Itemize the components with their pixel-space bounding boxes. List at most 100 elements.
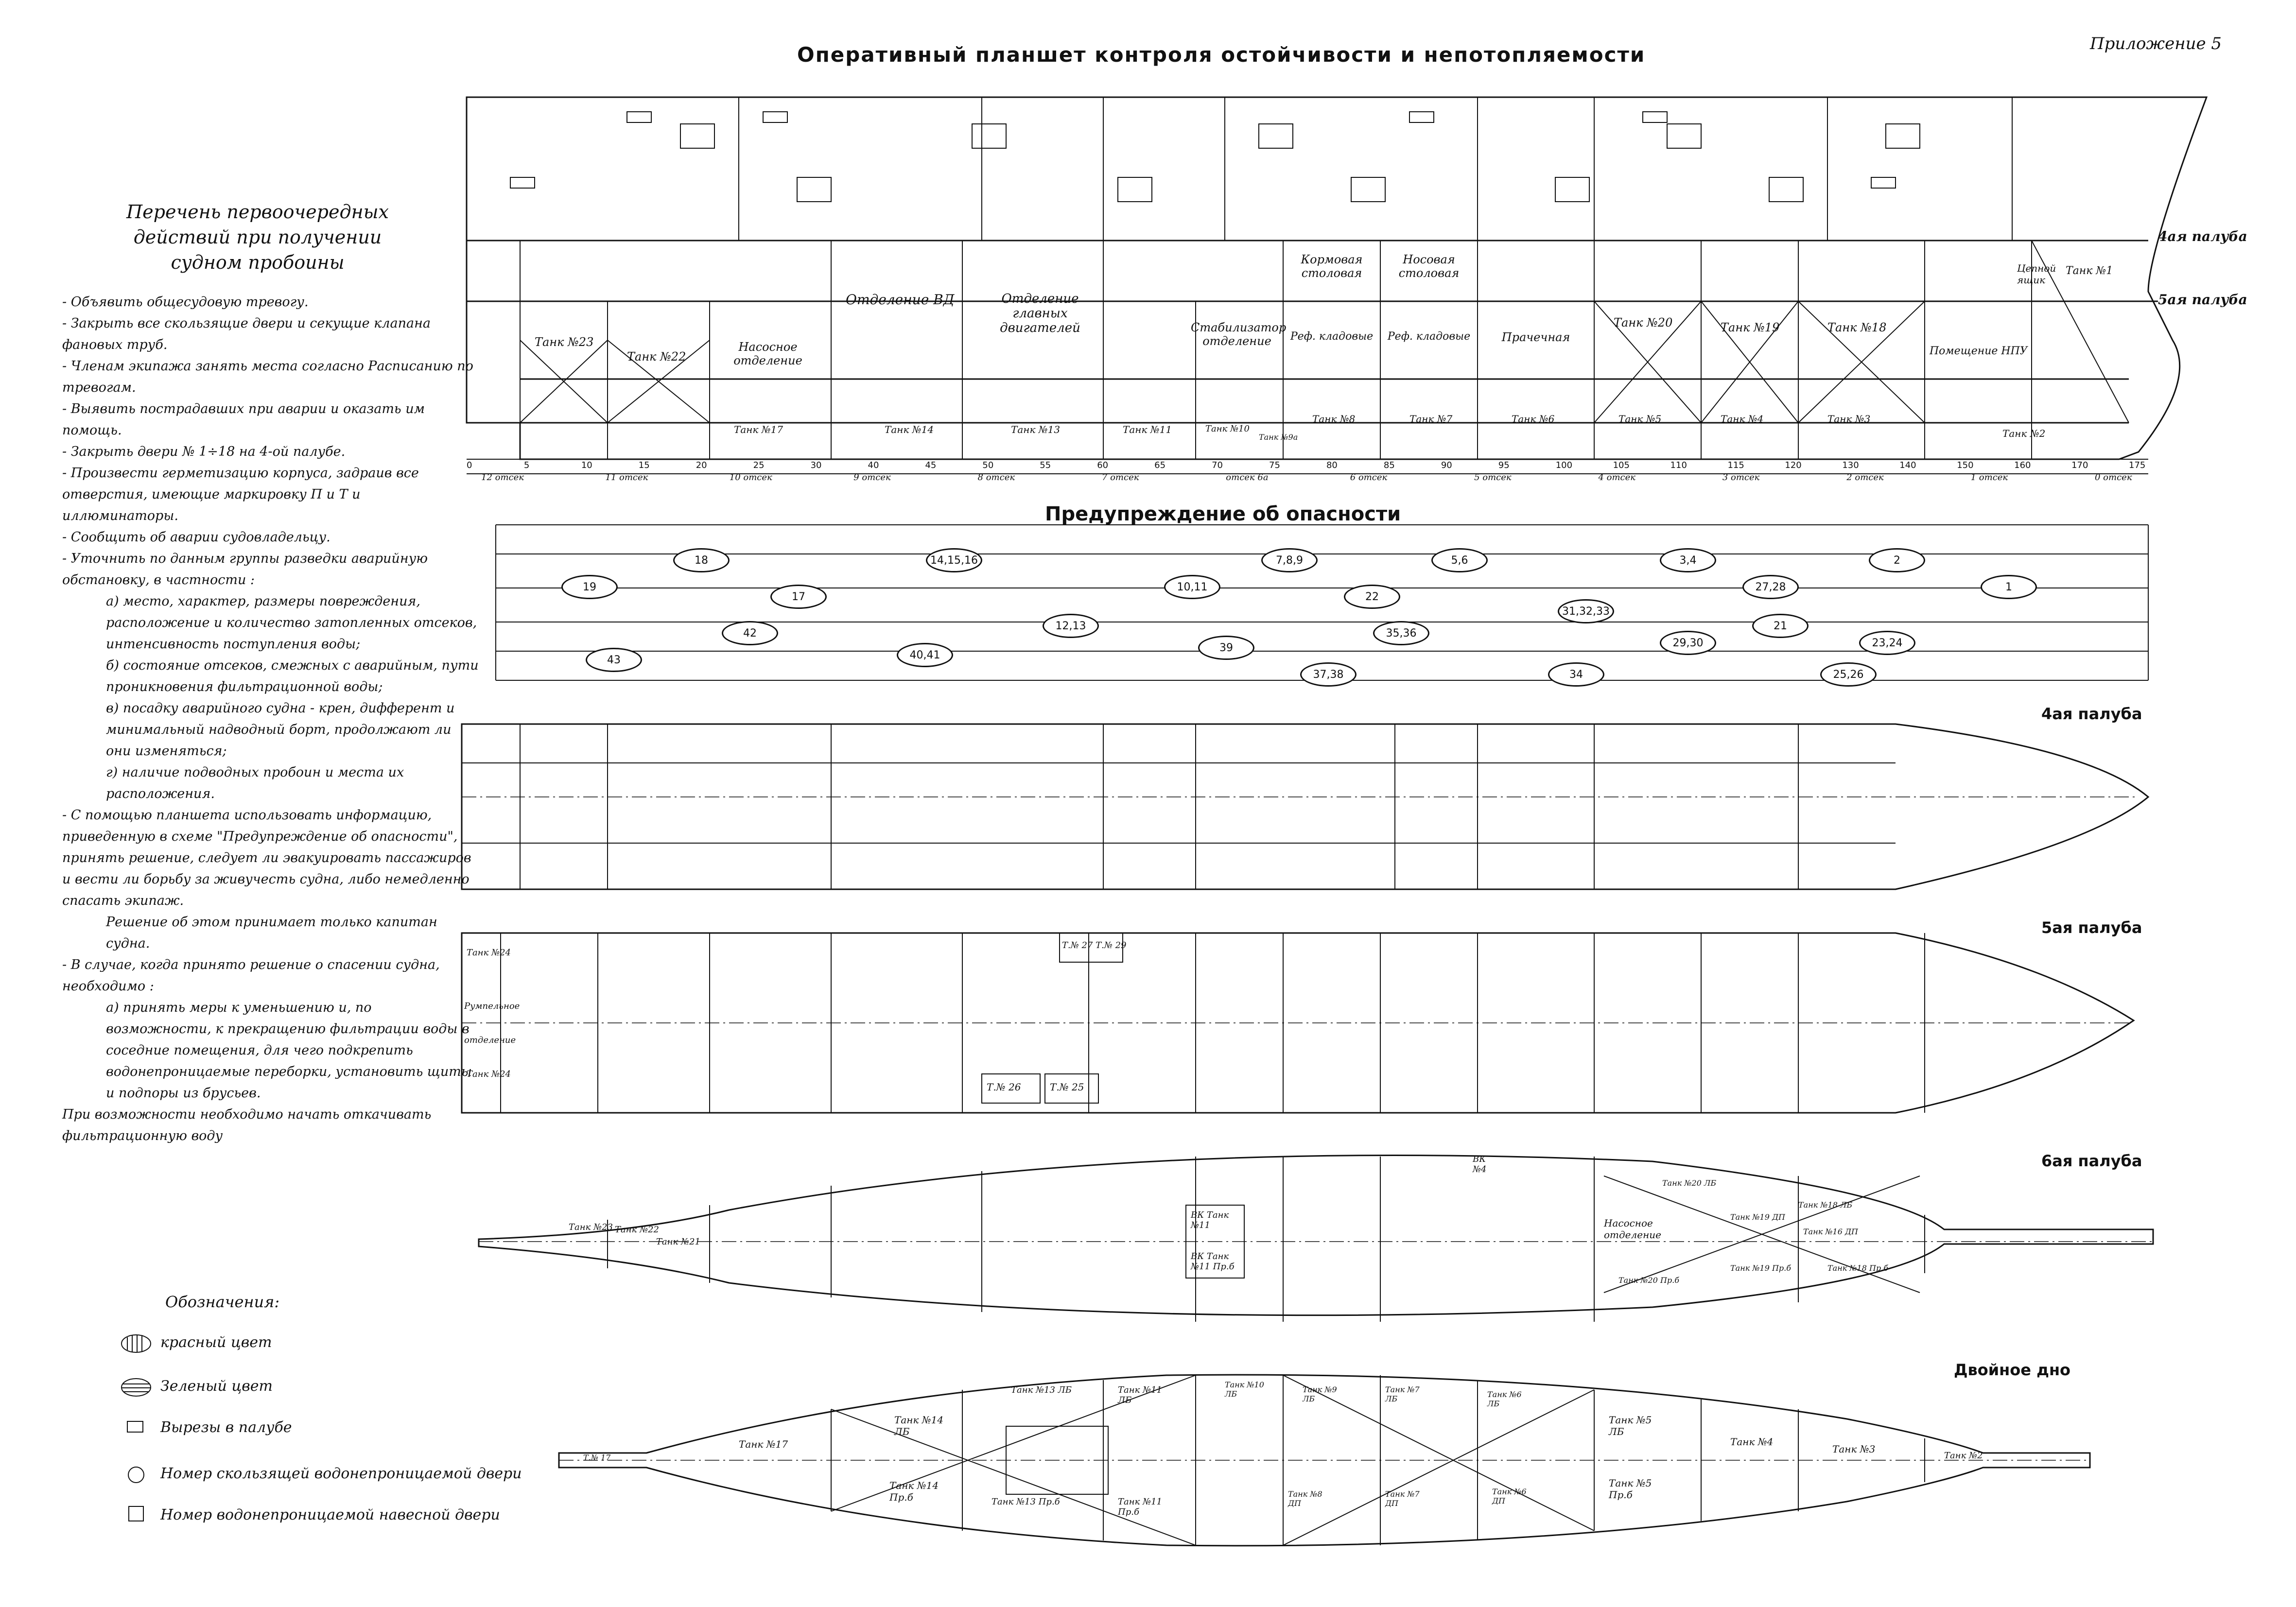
action-item: - Выявить пострадавших при аварии и оказ… bbox=[62, 401, 425, 438]
bottom-room-label: Танк №14 Пр.б bbox=[889, 1480, 939, 1503]
action-item: - С помощью планшета использовать информ… bbox=[62, 808, 471, 908]
legend-hinged-door: Номер водонепроницаемой навесной двери bbox=[160, 1506, 500, 1523]
bottom-room-label: Танк №3 bbox=[1832, 1443, 1876, 1455]
profile-deck5-label: 5ая палуба bbox=[2158, 292, 2247, 308]
bottom-room-label: Танк №9 ЛБ bbox=[1303, 1385, 1337, 1403]
bottom-tank-label: Танк №7 bbox=[1409, 413, 1453, 425]
compartment-label: Танк №19 bbox=[1721, 321, 1780, 334]
section-label: 6 отсек bbox=[1350, 472, 1388, 483]
compartment-label: Танк №18 bbox=[1827, 321, 1887, 334]
section-label: 12 отсек bbox=[481, 472, 524, 483]
deck-4-plan bbox=[461, 723, 2150, 890]
bottom-room-label: Танк №7 ДП bbox=[1385, 1489, 1420, 1508]
compartment-label: Танк №22 bbox=[627, 350, 686, 363]
action-subitem: а) место, характер, размеры повреждения,… bbox=[106, 594, 477, 652]
compartment-label: Танк №1 bbox=[2066, 265, 2113, 277]
frame-number: 55 bbox=[1040, 460, 1051, 470]
green-hatch-symbol bbox=[121, 1378, 151, 1397]
action-subitem: г) наличие подводных пробоин и места их … bbox=[106, 765, 404, 801]
deck5-room-label: Танк №24 bbox=[467, 1069, 511, 1079]
deck6-room-label: ВК №4 bbox=[1473, 1154, 1487, 1175]
hinged-door-symbol bbox=[128, 1506, 144, 1521]
bottom-tank-label: Танк №3 bbox=[1827, 413, 1871, 425]
bottom-tank-label: Танк №5 bbox=[1618, 413, 1662, 425]
frame-number: 45 bbox=[925, 460, 937, 470]
appendix-label: Приложение 5 bbox=[2090, 34, 2222, 53]
frame-number: 40 bbox=[868, 460, 879, 470]
bottom-room-label: Танк №2 bbox=[1944, 1451, 1983, 1461]
action-item: - Уточнить по данным группы разведки ава… bbox=[62, 551, 428, 588]
deck6-room-label: Танк №18 Пр.б bbox=[1827, 1263, 1889, 1273]
deck5-room-label: Т.№ 26 bbox=[987, 1081, 1021, 1093]
deck6-room-label: Танк №18 ЛБ bbox=[1798, 1200, 1853, 1210]
deck-6-plan bbox=[478, 1155, 2154, 1322]
section-label: 2 отсек bbox=[1846, 472, 1884, 483]
action-subitem: б) состояние отсеков, смежных с аварийны… bbox=[106, 658, 479, 694]
side-profile bbox=[466, 96, 2208, 474]
frame-number: 65 bbox=[1154, 460, 1166, 470]
action-subitem: а) принять меры к уменьшению и, по возмо… bbox=[106, 1000, 472, 1101]
section-label: 9 отсек bbox=[853, 472, 891, 483]
bottom-room-label: Танк №4 bbox=[1730, 1436, 1774, 1448]
deck5-room-label: Танк №24 bbox=[467, 948, 511, 958]
deck6-room-label: Танк №23 bbox=[569, 1222, 613, 1232]
frame-number: 50 bbox=[982, 460, 994, 470]
bottom-room-label: Танк №6 ДП bbox=[1492, 1487, 1527, 1505]
sliding-door-symbol bbox=[128, 1467, 144, 1483]
action-note: Решение об этом принимает только капитан… bbox=[106, 915, 437, 951]
compartment-label: Стабилизатор отделение bbox=[1191, 321, 1287, 348]
bottom-room-label: Танк №10 ЛБ bbox=[1225, 1380, 1264, 1399]
bottom-tank-label: Танк №11 bbox=[1123, 424, 1172, 435]
deck6-room-label: Танк №19 ДП bbox=[1730, 1212, 1785, 1222]
deck-5-label: 5ая палуба bbox=[2041, 918, 2142, 937]
frame-number: 95 bbox=[1498, 460, 1510, 470]
legend-green: Зеленый цвет bbox=[160, 1378, 273, 1395]
actions-title-line: Перечень первоочередных bbox=[126, 201, 389, 223]
frame-number: 85 bbox=[1383, 460, 1395, 470]
frame-number: 5 bbox=[523, 460, 530, 470]
frame-number: 10 bbox=[581, 460, 592, 470]
compartment-label: Реф. кладовые bbox=[1290, 330, 1374, 343]
section-label: 11 отсек bbox=[605, 472, 648, 483]
double-bottom-label: Двойное дно bbox=[1954, 1361, 2071, 1379]
deck-4-label: 4ая палуба bbox=[2041, 705, 2142, 723]
action-item: - Произвести герметизацию корпуса, задра… bbox=[62, 466, 419, 523]
frame-number: 115 bbox=[1727, 460, 1744, 470]
frame-number: 175 bbox=[2129, 460, 2146, 470]
deck-cutout-symbol bbox=[127, 1421, 143, 1433]
bottom-room-label: Танк №5 Пр.б bbox=[1609, 1477, 1652, 1501]
frame-number: 30 bbox=[810, 460, 822, 470]
compartment-label: Отделение главных двигателей bbox=[1000, 292, 1080, 335]
deck5-room-label: Т.№ 25 bbox=[1050, 1081, 1084, 1093]
deck-6-label: 6ая палуба bbox=[2041, 1152, 2142, 1170]
action-item: - Закрыть все скользящие двери и секущие… bbox=[62, 316, 431, 352]
actions-title-line: судном пробоины bbox=[171, 252, 345, 273]
section-label: 1 отсек bbox=[1970, 472, 2008, 483]
legend-sliding-door: Номер скользящей водонепроницаемой двери bbox=[160, 1465, 522, 1482]
frame-number: 20 bbox=[696, 460, 707, 470]
compartment-label: Прачечная bbox=[1501, 330, 1570, 344]
action-item: - Закрыть двери № 1÷18 на 4-ой палубе. bbox=[62, 444, 346, 459]
compartment-label: Отделение ВД bbox=[846, 292, 955, 308]
compartment-label: Насосное отделение bbox=[733, 340, 802, 367]
compartment-label: Кормовая столовая bbox=[1301, 253, 1363, 280]
bottom-room-label: Танк №17 bbox=[739, 1438, 788, 1450]
section-label: 10 отсек bbox=[729, 472, 772, 483]
section-label: 5 отсек bbox=[1474, 472, 1512, 483]
legend-symbols bbox=[121, 1334, 151, 1521]
actions-title-line: действий при получении bbox=[133, 226, 382, 248]
bottom-room-label: Танк №8 ДП bbox=[1288, 1489, 1322, 1508]
compartment-label: Танк №20 bbox=[1614, 316, 1673, 329]
warning-diagram bbox=[495, 524, 2149, 681]
frame-number: 100 bbox=[1555, 460, 1573, 470]
action-item: При возможности необходимо начать откачи… bbox=[62, 1107, 432, 1143]
section-label: 8 отсек bbox=[977, 472, 1015, 483]
bottom-room-label: Танк №6 ЛБ bbox=[1487, 1390, 1522, 1408]
frame-number: 120 bbox=[1785, 460, 1802, 470]
frame-number: 80 bbox=[1326, 460, 1338, 470]
frame-number: 150 bbox=[1957, 460, 1974, 470]
deck-5-plan bbox=[461, 932, 2135, 1114]
action-item: - Сообщить об аварии судовладельцу. bbox=[62, 530, 330, 545]
